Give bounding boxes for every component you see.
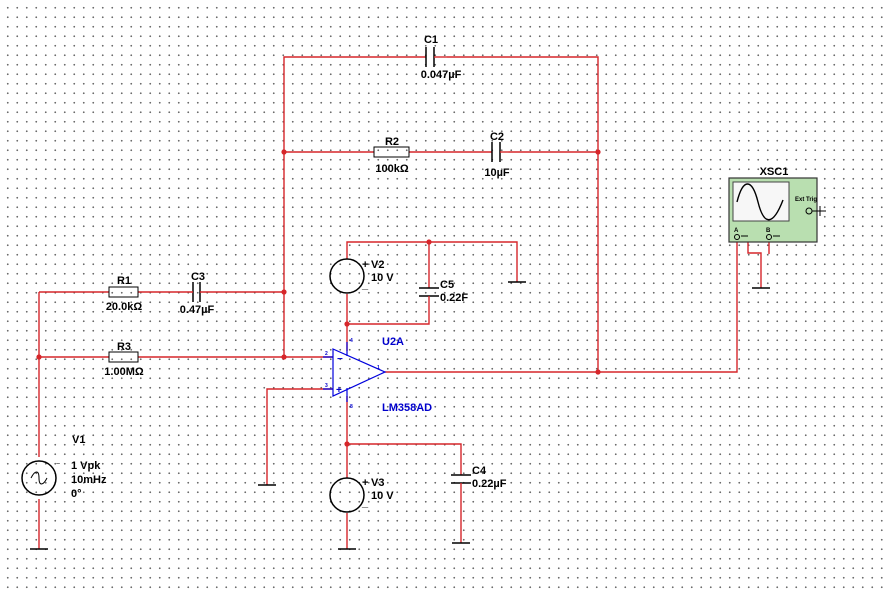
resistor-r1[interactable]: R1 20.0kΩ xyxy=(106,275,143,313)
channel-b-terminal[interactable] xyxy=(766,234,772,240)
c5-value: 0.22F xyxy=(440,292,468,304)
c4-ref: C4 xyxy=(472,465,487,477)
svg-text:−: − xyxy=(337,354,343,365)
scope-waveform xyxy=(736,183,784,221)
dc-source-v2[interactable]: V2 10 V + _ xyxy=(329,258,394,294)
svg-text:+: + xyxy=(336,385,342,396)
v3-plus: + xyxy=(362,477,368,489)
c4-value: 0.22µF xyxy=(472,478,507,490)
capacitor-c3[interactable]: C3 0.47µF xyxy=(180,271,215,316)
ground-symbols xyxy=(30,281,770,550)
u2a-part: LM358AD xyxy=(382,402,432,414)
u2a-pin-in-minus: 2 xyxy=(325,351,328,357)
capacitor-c1[interactable]: C1 0.047µF xyxy=(421,34,462,81)
v1-frequency: 10mHz xyxy=(71,474,107,486)
dc-source-v3[interactable]: V3 10 V + _ xyxy=(329,477,394,513)
c2-value: 10µF xyxy=(484,167,510,179)
xsc1-ch-a: A xyxy=(734,228,739,234)
c3-value: 0.47µF xyxy=(180,304,215,316)
u2a-pin-out: 1 xyxy=(377,365,380,371)
c5-ref: C5 xyxy=(440,279,454,291)
v3-ref: V3 xyxy=(371,477,384,489)
v3-minus: _ xyxy=(361,497,369,509)
capacitor-c5[interactable]: C5 0.22F xyxy=(419,279,468,304)
junctions xyxy=(36,149,601,447)
v2-plus: + xyxy=(362,259,368,271)
u2a-pin-in-plus: 3 xyxy=(325,383,328,389)
xsc1-ext-trig: Ext Trig xyxy=(795,197,817,203)
v1-amplitude: 1 Vpk xyxy=(71,460,101,472)
v2-ref: V2 xyxy=(371,259,384,271)
oscilloscope-xsc1[interactable]: XSC1 Ext Trig A B xyxy=(728,166,826,243)
r3-value: 1.00MΩ xyxy=(104,366,144,378)
v2-minus: _ xyxy=(361,279,369,291)
c1-ref: C1 xyxy=(424,34,438,46)
resistor-r3[interactable]: R3 1.00MΩ xyxy=(104,341,144,378)
capacitor-c2[interactable]: C2 10µF xyxy=(484,131,510,179)
u2a-ref: U2A xyxy=(382,336,404,348)
wires xyxy=(38,56,770,549)
xsc1-ch-b: B xyxy=(766,228,771,234)
r2-ref: R2 xyxy=(385,136,399,148)
v2-value: 10 V xyxy=(371,272,394,284)
v1-phase: 0° xyxy=(71,488,82,500)
channel-a-terminal[interactable] xyxy=(734,234,740,240)
c3-ref: C3 xyxy=(191,271,205,283)
xsc1-ref: XSC1 xyxy=(760,166,789,178)
capacitor-c4[interactable]: C4 0.22µF xyxy=(451,465,507,490)
svg-text:~: ~ xyxy=(56,461,60,468)
opamp-u2a[interactable]: − + 2 3 4 8 1 U2A LM358AD xyxy=(323,336,432,414)
c1-value: 0.047µF xyxy=(421,69,462,81)
r2-value: 100kΩ xyxy=(375,163,408,175)
v1-ref: V1 xyxy=(72,434,85,446)
resistor-r2[interactable]: R2 100kΩ xyxy=(373,136,410,175)
ac-source-v1[interactable]: V1 1 Vpk 10mHz 0° ~ xyxy=(21,434,107,500)
u2a-pin-vcc: 4 xyxy=(350,338,353,344)
v3-value: 10 V xyxy=(371,490,394,502)
scope-screen xyxy=(732,181,790,222)
c2-ref: C2 xyxy=(490,131,504,143)
r3-ref: R3 xyxy=(117,341,131,353)
r1-value: 20.0kΩ xyxy=(106,301,143,313)
r1-ref: R1 xyxy=(117,275,131,287)
u2a-pin-vee: 8 xyxy=(350,404,353,410)
